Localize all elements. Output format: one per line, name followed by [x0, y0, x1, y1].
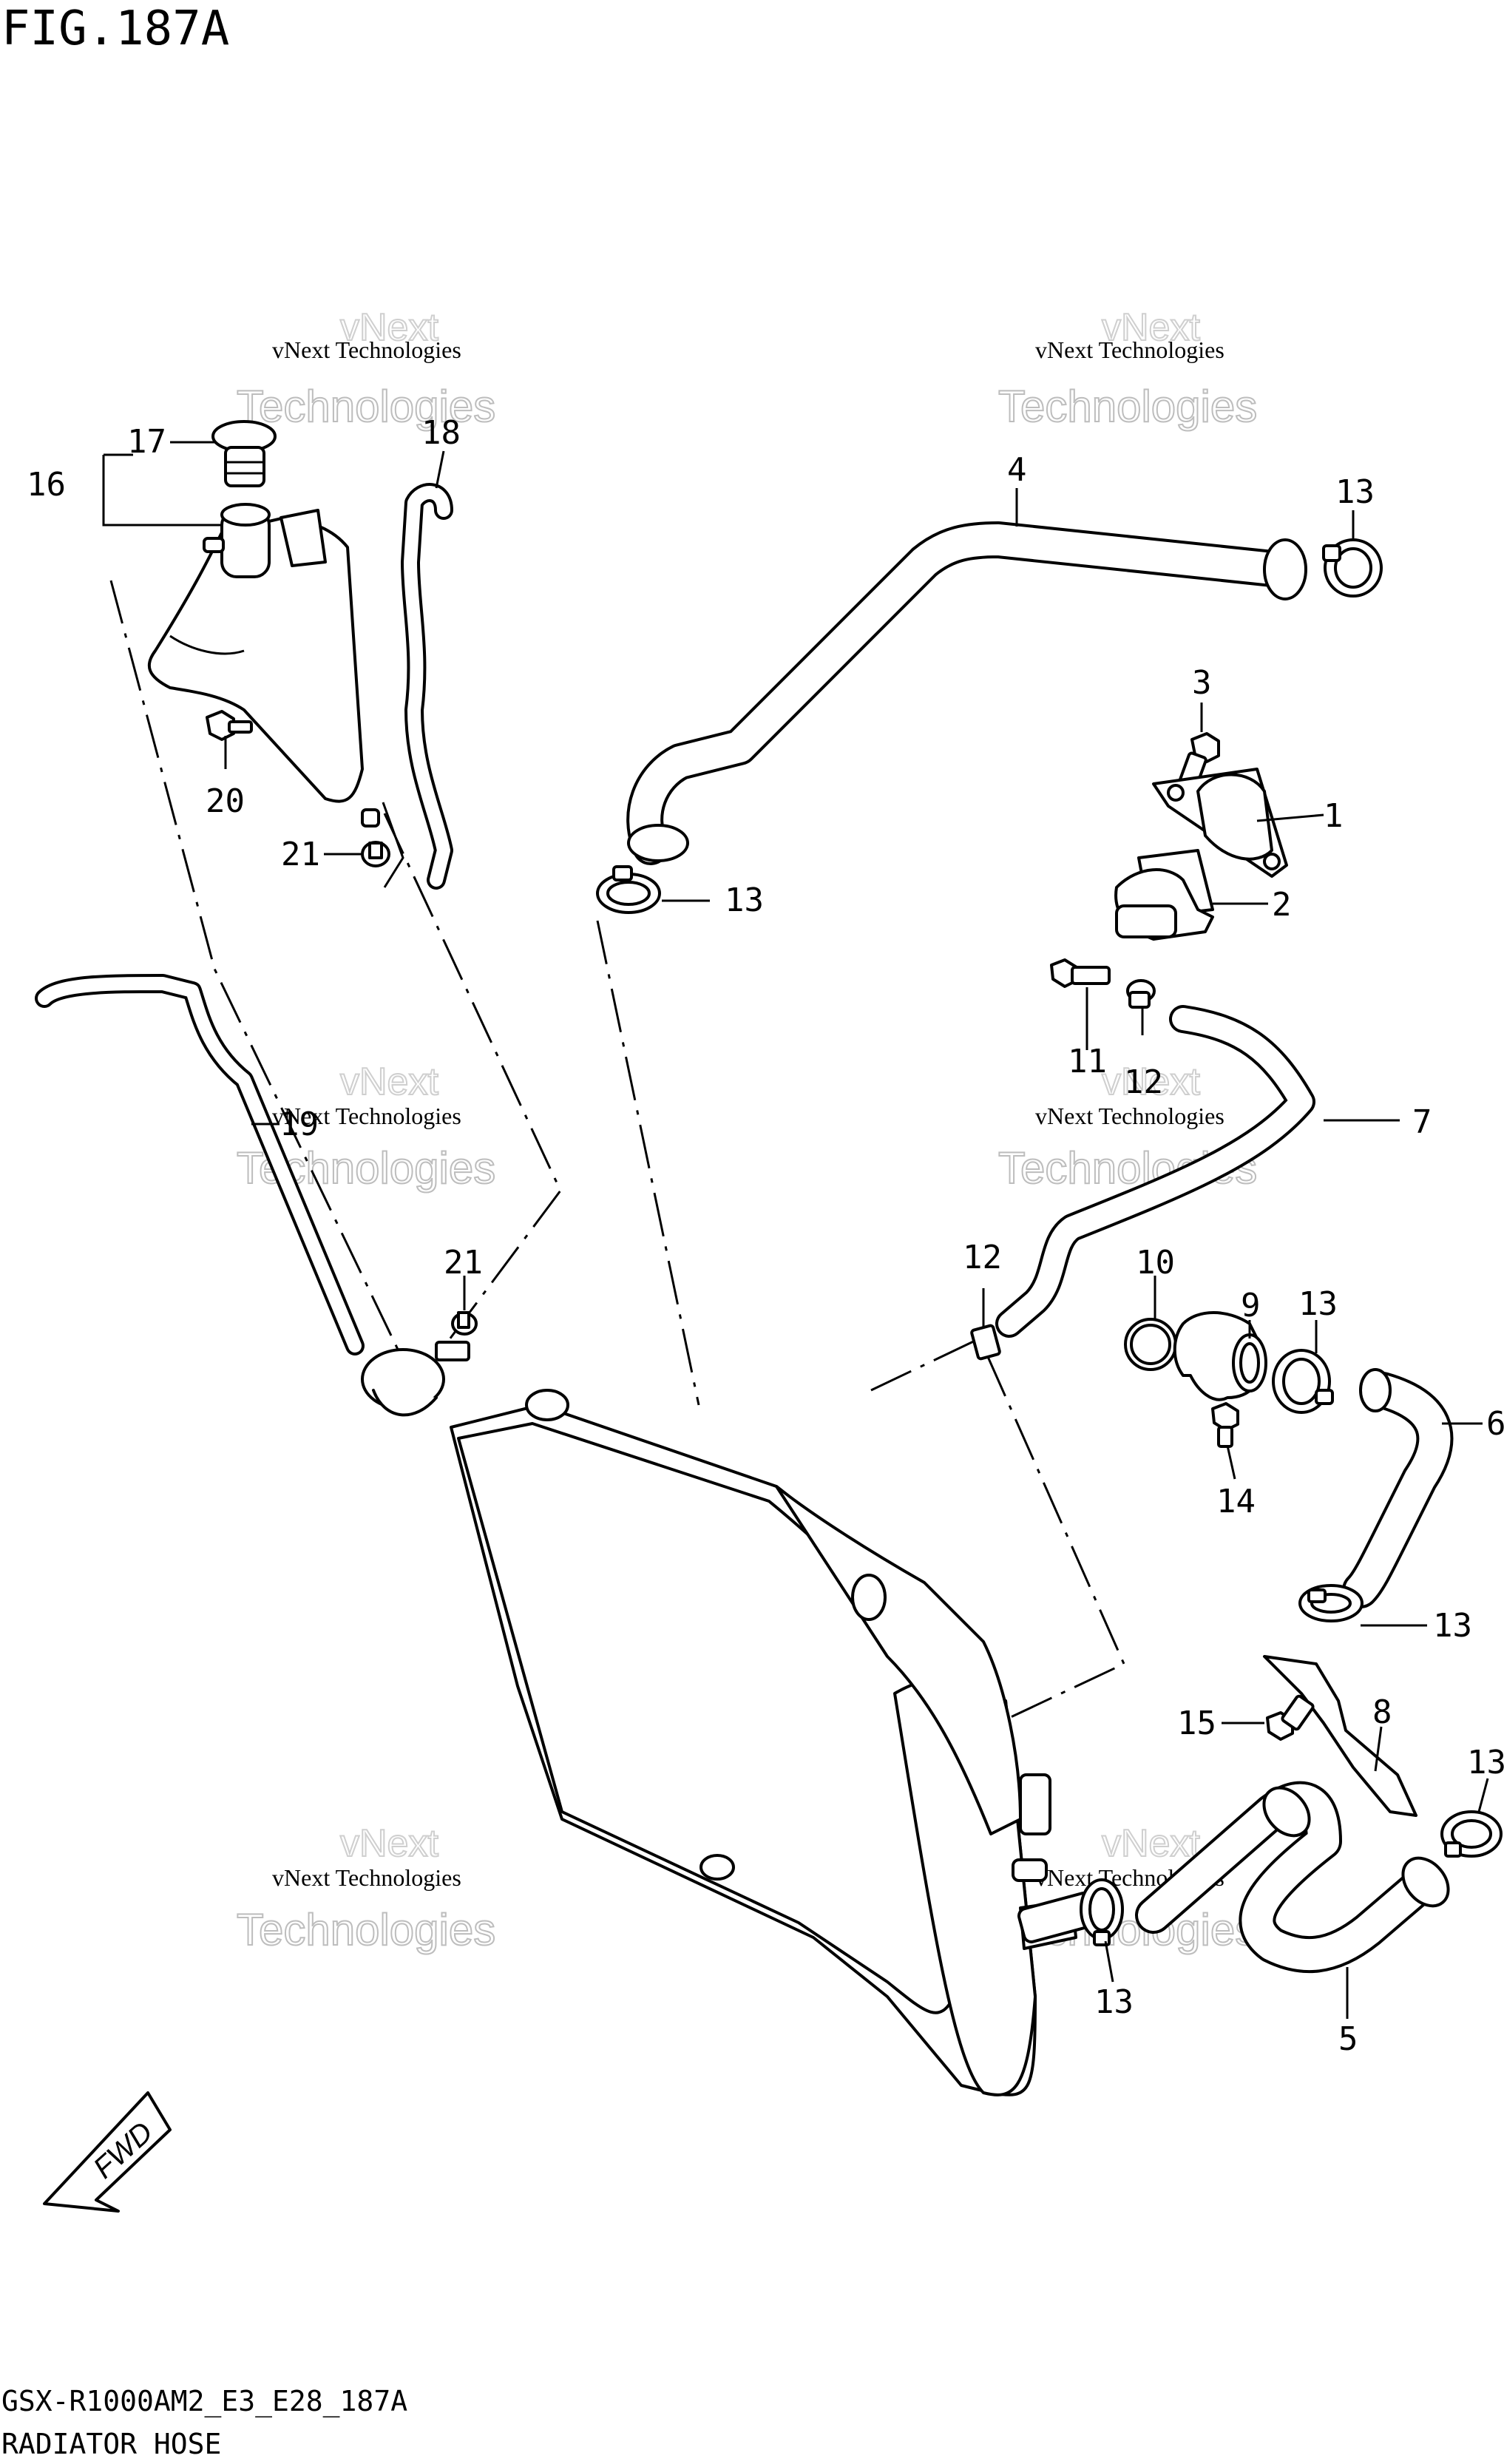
callout-21-upper: 21	[281, 836, 320, 873]
watermark-bottom-left: vNext vNext Technologies Technologies	[236, 1821, 496, 1955]
hose-clamp-13-a	[1322, 538, 1383, 598]
callout-13-f: 13	[1094, 1983, 1134, 2021]
svg-text:vNext: vNext	[340, 306, 438, 349]
fitting-9	[1173, 1311, 1267, 1401]
callout-11: 11	[1068, 1043, 1107, 1080]
callout-17: 17	[127, 423, 166, 461]
thermostat-cover	[1152, 768, 1288, 878]
callout-10: 10	[1136, 1244, 1175, 1282]
callout-12-lower: 12	[963, 1239, 1002, 1276]
callout-5: 5	[1338, 2020, 1358, 2058]
reference-lines	[109, 580, 1125, 1725]
callout-13-b: 13	[725, 881, 764, 919]
o-ring-10	[1124, 1318, 1177, 1371]
bolt-20	[206, 710, 253, 741]
watermark-top-left: vNext vNext Technologies Technologies	[236, 305, 496, 432]
diagram-code: GSX-R1000AM2_E3_E28_187A	[1, 2385, 407, 2418]
callout-1: 1	[1324, 797, 1344, 835]
callout-20: 20	[206, 782, 245, 820]
svg-text:Technologies: Technologies	[237, 382, 495, 431]
callout-18: 18	[421, 414, 461, 452]
lower-hose-5	[1135, 1781, 1450, 1974]
svg-text:vNext: vNext	[1102, 1822, 1200, 1865]
svg-text:vNext Technologies: vNext Technologies	[272, 1103, 461, 1129]
bolt-14	[1211, 1402, 1239, 1448]
bypass-hose-7	[995, 1005, 1315, 1338]
hose-clamp-13-c	[1272, 1349, 1334, 1414]
diagram-caption: RADIATOR HOSE	[1, 2428, 221, 2460]
callout-7: 7	[1412, 1103, 1432, 1141]
reservoir-tank	[147, 503, 380, 827]
reservoir-cap	[211, 420, 277, 487]
callout-15: 15	[1177, 1705, 1216, 1742]
callout-13-c: 13	[1298, 1285, 1338, 1323]
callout-21-lower: 21	[444, 1244, 483, 1282]
svg-text:vNext Technologies: vNext Technologies	[1035, 1103, 1224, 1129]
clamp-21-upper	[361, 841, 390, 867]
clamp-21-lower	[451, 1311, 478, 1336]
hose-clamp-13-d	[1298, 1584, 1364, 1622]
hose-6	[1342, 1368, 1454, 1608]
svg-text:vNext Technologies: vNext Technologies	[272, 336, 461, 363]
hose-clamp-13-b	[596, 865, 661, 914]
bolt-15	[1266, 1694, 1315, 1741]
callout-19: 19	[280, 1106, 319, 1143]
radiator	[450, 1389, 1077, 2096]
callout-2: 2	[1272, 886, 1292, 924]
thermostat	[1114, 849, 1214, 941]
svg-text:Technologies: Technologies	[237, 1905, 495, 1954]
svg-text:vNext Technologies: vNext Technologies	[272, 1864, 461, 1891]
svg-text:vNext: vNext	[1102, 306, 1200, 349]
overflow-hose-18	[382, 483, 453, 890]
callout-6: 6	[1486, 1405, 1504, 1443]
callout-13-e: 13	[1467, 1744, 1504, 1781]
svg-text:vNext: vNext	[1102, 1060, 1200, 1103]
watermark-top-right: vNext vNext Technologies Technologies	[997, 305, 1258, 432]
upper-hose-4	[626, 521, 1307, 865]
radiator-filler-cap	[361, 1341, 470, 1417]
clip-12-upper	[1126, 979, 1156, 1009]
svg-text:Technologies: Technologies	[998, 382, 1257, 431]
callout-12-upper: 12	[1124, 1063, 1163, 1101]
callout-9: 9	[1241, 1287, 1261, 1324]
svg-text:vNext Technologies: vNext Technologies	[1035, 336, 1224, 363]
leader-lines	[102, 441, 1489, 2019]
callout-13-a: 13	[1335, 473, 1375, 511]
callout-14: 14	[1216, 1483, 1256, 1520]
callout-8: 8	[1372, 1693, 1392, 1731]
forward-arrow: FWD	[43, 2091, 172, 2213]
callout-4: 4	[1007, 451, 1027, 489]
clip-12-lower	[970, 1324, 1001, 1361]
hose-19	[35, 974, 365, 1355]
watermark-mid-left: vNext vNext Technologies Technologies	[236, 1060, 496, 1194]
callout-3: 3	[1192, 664, 1212, 702]
callout-labels: 16 17 18 20 21 19 21 4 13 3 1 2 13 11 12…	[27, 414, 1504, 2058]
callout-16: 16	[27, 466, 66, 504]
bolt-11	[1050, 958, 1111, 988]
svg-text:vNext: vNext	[340, 1822, 438, 1865]
hose-clamp-13-e	[1440, 1810, 1503, 1858]
svg-text:vNext: vNext	[340, 1060, 438, 1103]
callout-13-d: 13	[1433, 1607, 1472, 1645]
bracket-8	[1263, 1655, 1417, 1817]
hose-clamp-13-f	[1080, 1878, 1124, 1946]
figure-title: FIG.187A	[1, 1, 229, 56]
